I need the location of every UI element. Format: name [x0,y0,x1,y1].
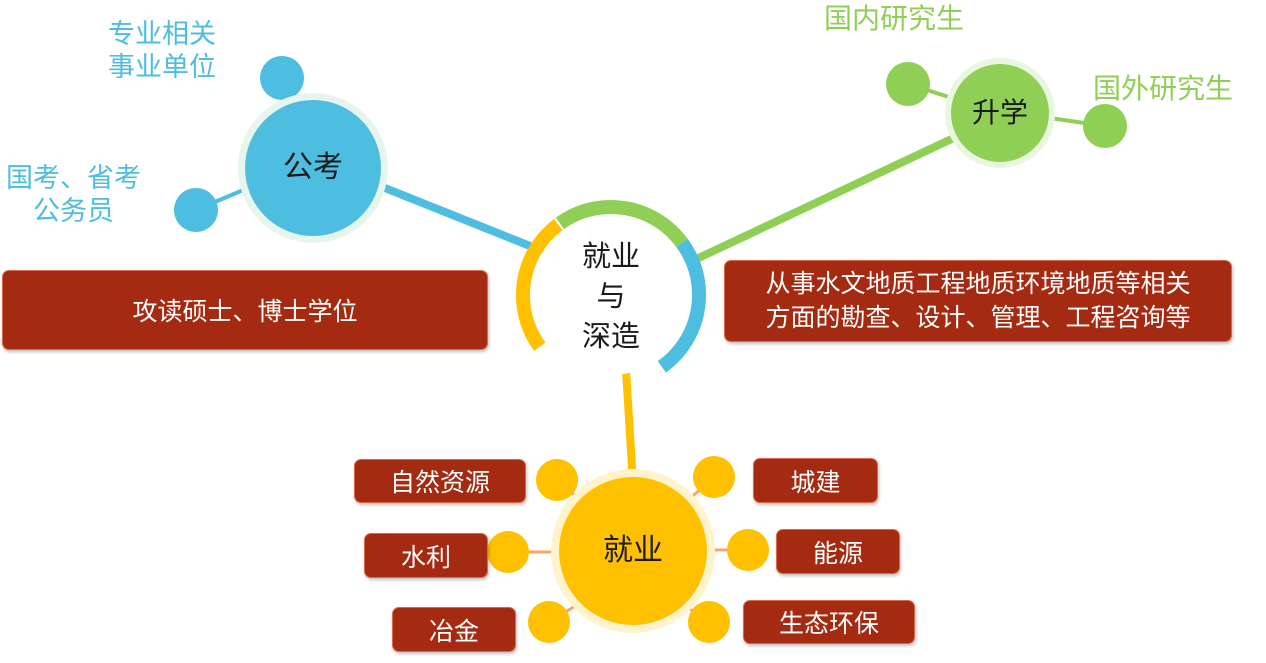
civil-servant-dot [174,188,218,232]
sector-label-ecology: 生态环保 [778,609,879,638]
degree-info-box: 攻读硕士、博士学位 [2,270,488,350]
sector-dot-water [487,531,529,573]
sector-dot-ecology [688,601,730,643]
sector-dot-urban [693,456,735,498]
center-label-line1: 就业 [581,239,640,273]
study-node-label: 升学 [971,96,1028,129]
degree-info-text: 攻读硕士、博士学位 [132,297,358,326]
sector-label-urban: 城建 [790,467,841,497]
sector-box-natural-resources: 自然资源 [354,459,526,503]
study-domestic-label: 国内研究生 [824,2,965,35]
sector-dot-energy [727,529,769,571]
center-label-line2: 与 [596,279,626,313]
sector-box-ecology: 生态环保 [743,600,915,644]
sector-label-natural-resources: 自然资源 [389,468,490,497]
study-node [951,64,1049,162]
employment-node [559,477,707,625]
civil-servant-label: 国考、省考 公务员 [6,163,141,227]
sector-box-metallurgy: 冶金 [392,607,516,652]
sector-label-energy: 能源 [812,538,863,568]
sector-box-water: 水利 [364,533,488,578]
connector-center-study [688,131,962,266]
study-abroad-dot [1083,104,1127,148]
sector-label-metallurgy: 冶金 [428,616,479,646]
sector-label-water: 水利 [400,542,451,572]
work-description-text: 从事水文地质工程地质环境地质等相关 方面的勘查、设计、管理、工程咨询等 [765,269,1191,332]
study-domestic-dot [886,62,930,106]
sector-box-urban: 城建 [753,458,878,503]
center-label-line3: 深造 [581,319,640,353]
sector-dot-metallurgy [528,601,570,643]
employment-node-label: 就业 [603,533,663,568]
civil-node-label: 公考 [283,150,343,185]
center-hub [516,200,706,390]
sector-dot-natural-resources [536,459,578,501]
work-description-box: 从事水文地质工程地质环境地质等相关 方面的勘查、设计、管理、工程咨询等 [724,260,1232,342]
sector-box-energy: 能源 [776,529,900,574]
civil-node [245,100,381,236]
civil-institutions-dot [260,56,304,100]
study-abroad-label: 国外研究生 [1093,72,1234,105]
civil-institutions-label: 专业相关 事业单位 [108,19,216,83]
